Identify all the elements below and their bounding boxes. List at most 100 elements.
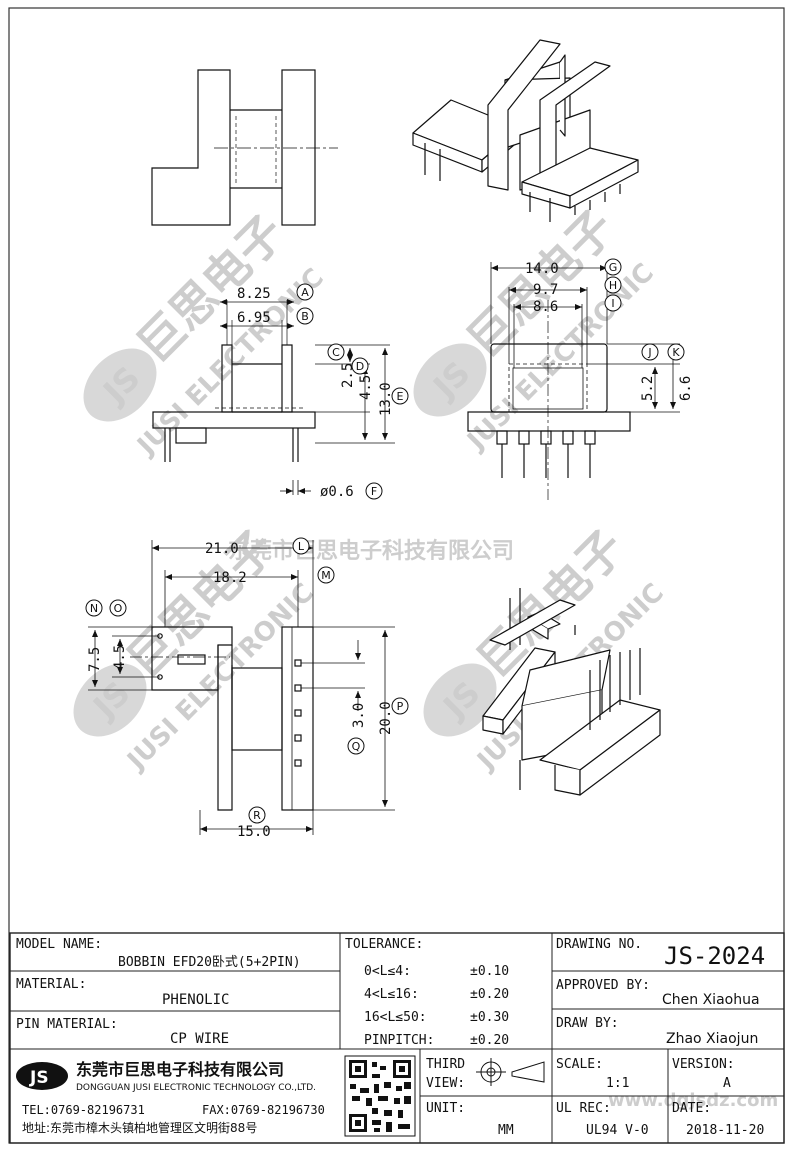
date-value: 2018-11-20 [686,1123,764,1138]
dim-4-5b: 4.5 [112,645,128,670]
marker-circle [248,806,266,824]
view-label: VIEW: [426,1076,465,1091]
qr-code [344,1055,416,1137]
marker-o: O [114,602,123,615]
model-value: BOBBIN EFD20卧式(5+2PIN) [118,955,301,970]
dim-18-2: 18.2 [213,570,247,586]
marker-circle [296,283,314,301]
material-label: MATERIAL: [16,977,86,992]
pin-material-label: PIN MATERIAL: [16,1017,118,1032]
marker-q: Q [352,740,361,753]
marker-circle [365,482,383,500]
dim-8-25: 8.25 [237,286,271,302]
dim-9-7: 9.7 [533,282,558,298]
tol-value-4: ±0.20 [470,1033,509,1048]
model-label: MODEL NAME: [16,937,102,952]
dim-6-95: 6.95 [237,310,271,326]
dim-21-0: 21.0 [205,541,239,557]
dim-8-6: 8.6 [533,299,558,315]
tol-value-2: ±0.20 [470,987,509,1002]
scale-value: 1:1 [606,1076,629,1091]
draw-by-label: DRAW BY: [556,1016,619,1031]
title-block [9,932,785,1144]
watermark-company: 东莞市巨思电子科技有限公司 [228,538,514,564]
version-label: VERSION: [672,1057,735,1072]
material-value: PHENOLIC [162,992,229,1008]
drawing-no-value: JS-2024 [664,942,765,970]
draw-by-value: Zhao Xiaojun [666,1031,758,1047]
marker-circle [109,599,127,617]
marker-l: L [298,540,305,553]
dim-5-2: 5.2 [640,376,656,401]
marker-p: P [397,700,404,713]
marker-circle [351,357,369,375]
marker-j: J [647,346,651,359]
dim-4-5: 4.5 [358,375,374,400]
isometric-view-top [412,39,639,222]
marker-d: D [356,360,364,373]
title-block-text: MODEL NAME: BOBBIN EFD20卧式(5+2PIN) MATER… [16,937,765,1138]
marker-i: I [611,297,614,310]
marker-circle [667,343,685,361]
unit-label: UNIT: [426,1101,465,1116]
third-label: THIRD [426,1057,465,1072]
marker-b: B [301,310,309,323]
marker-c: C [332,346,340,359]
approved-label: APPROVED BY: [556,978,650,993]
dim-pin-dia: ø0.6 [320,484,354,500]
tolerance-label: TOLERANCE: [345,937,423,952]
tol-value-3: ±0.30 [470,1010,509,1025]
marker-circle [292,537,310,555]
company-address: 地址:东莞市樟木头镇柏地管理区文明街88号 [22,1120,257,1135]
marker-circle [391,387,409,405]
dim-2-5: 2.5 [340,363,356,388]
company-fax: FAX:0769-82196730 [202,1103,325,1117]
marker-f: F [371,485,377,498]
projection-symbol [476,1058,545,1086]
watermark-site: www.dgjsdz.com [608,1090,778,1111]
scale-label: SCALE: [556,1057,603,1072]
dim-13-0: 13.0 [378,382,394,416]
marker-circle [296,307,314,325]
front-view [152,300,316,462]
marker-circle [391,697,409,715]
tol-range-4: PINPITCH: [364,1033,434,1048]
isometric-view-bottom [482,588,661,796]
bottom-view-dims [88,540,395,835]
marker-circle [641,343,659,361]
tol-value-1: ±0.10 [470,964,509,979]
marker-circle [327,343,345,361]
version-value: A [723,1076,731,1091]
marker-k: K [672,346,680,359]
side-view-dims [490,262,680,413]
dim-6-6: 6.6 [678,376,694,401]
pin-material-value: CP WIRE [170,1031,229,1047]
front-view-labels: 8.25 6.95 2.5 4.5 13.0 ø0.6 [237,286,394,500]
front-view-dims [220,299,395,495]
unit-value: MM [498,1123,514,1138]
marker-circle [347,737,365,755]
company-logo-text: JS [29,1068,49,1088]
marker-circle [604,276,622,294]
drawing-no-label: DRAWING NO. [556,937,642,952]
date-label: DATE: [672,1101,711,1116]
top-left-view [151,69,338,226]
tol-range-2: 4<L≤16: [364,987,419,1002]
ulrec-value: UL94 V-0 [586,1123,649,1138]
side-view-labels: 14.0 9.7 8.6 5.2 6.6 [525,261,694,401]
marker-m: M [321,569,331,582]
marker-circle [85,599,103,617]
company-logo [16,1062,68,1090]
marker-circle [604,294,622,312]
dim-3-0: 3.0 [351,703,367,728]
marker-circle [604,258,622,276]
marker-g: G [609,261,618,274]
dim-20-0: 20.0 [378,701,394,735]
bottom-view-labels: 21.0 18.2 7.5 4.5 3.0 20.0 15.0 [87,541,394,840]
tol-range-3: 16<L≤50: [364,1010,427,1025]
side-view [467,300,631,500]
tol-range-1: 0<L≤4: [364,964,411,979]
watermark-group: JS 巨思电子 JUSI ELECTRONIC JS 巨思电子 JUSI ELE… [73,200,778,1111]
